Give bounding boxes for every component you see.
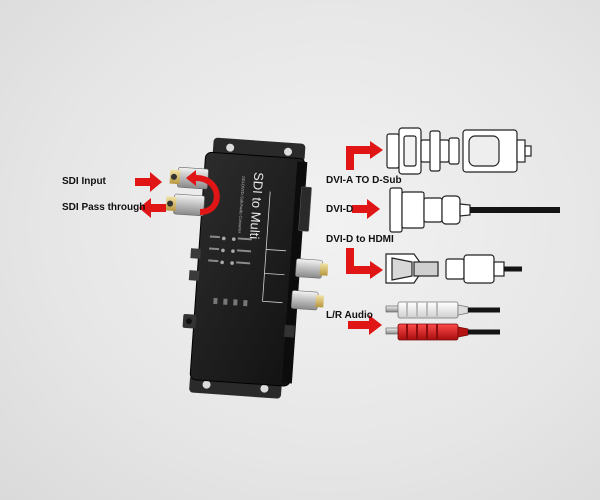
bnc-connector-sdi-pass-through bbox=[165, 193, 205, 217]
left-switch bbox=[188, 270, 200, 281]
dip-switches bbox=[213, 297, 248, 307]
dvi-port bbox=[298, 186, 312, 232]
dc-power-jack-hole bbox=[185, 318, 192, 325]
bnc-connector-out-1 bbox=[295, 258, 329, 279]
label-dvi-d: DVI-D bbox=[326, 204, 354, 215]
dvi-a-to-dsub-adapter bbox=[386, 127, 460, 175]
left-switch bbox=[190, 248, 202, 259]
arrow-lr-audio bbox=[348, 315, 382, 335]
status-leds bbox=[220, 236, 236, 265]
panel-markings bbox=[262, 191, 287, 304]
arrow-dvi-d-to-hdmi bbox=[346, 248, 383, 279]
mounting-hole bbox=[226, 143, 235, 152]
loop-through-arrow bbox=[195, 175, 220, 215]
arrow-sdi-input bbox=[135, 172, 162, 192]
converter-device: SDI to Multi SDI-DVI/D-Sub/Audio Convert… bbox=[165, 137, 329, 399]
vga-dsub-connector bbox=[462, 129, 532, 173]
dvi-d-connector bbox=[389, 187, 560, 233]
label-lr-audio: L/R Audio bbox=[326, 310, 373, 321]
loop-arrowhead bbox=[186, 170, 196, 186]
led-labels bbox=[208, 235, 252, 265]
arrow-sdi-pass-through bbox=[139, 198, 166, 218]
hdmi-connector bbox=[445, 254, 522, 284]
arrow-dvi-a-to-dsub bbox=[346, 141, 383, 170]
rca-plug-red bbox=[385, 323, 500, 341]
rca-plug-white bbox=[385, 301, 500, 319]
mounting-hole bbox=[202, 380, 211, 389]
dvi-d-to-hdmi-adapter bbox=[385, 253, 439, 284]
bnc-connector-out-2 bbox=[290, 290, 325, 311]
label-sdi-input: SDI Input bbox=[62, 176, 106, 187]
mounting-hole bbox=[284, 147, 293, 156]
label-sdi-pass-through: SDI Pass through bbox=[62, 202, 146, 213]
label-dvi-d-to-hdmi: DVI-D to HDMI bbox=[326, 234, 394, 245]
device-subtitle: SDI-DVI/D-Sub/Audio Converter bbox=[237, 176, 246, 234]
label-dvi-a-to-dsub: DVI-A TO D-Sub bbox=[326, 175, 402, 186]
arrow-dvi-d bbox=[352, 199, 380, 219]
device-title: SDI to Multi bbox=[247, 172, 267, 240]
mounting-hole bbox=[260, 384, 269, 393]
audio-jack bbox=[284, 324, 295, 338]
